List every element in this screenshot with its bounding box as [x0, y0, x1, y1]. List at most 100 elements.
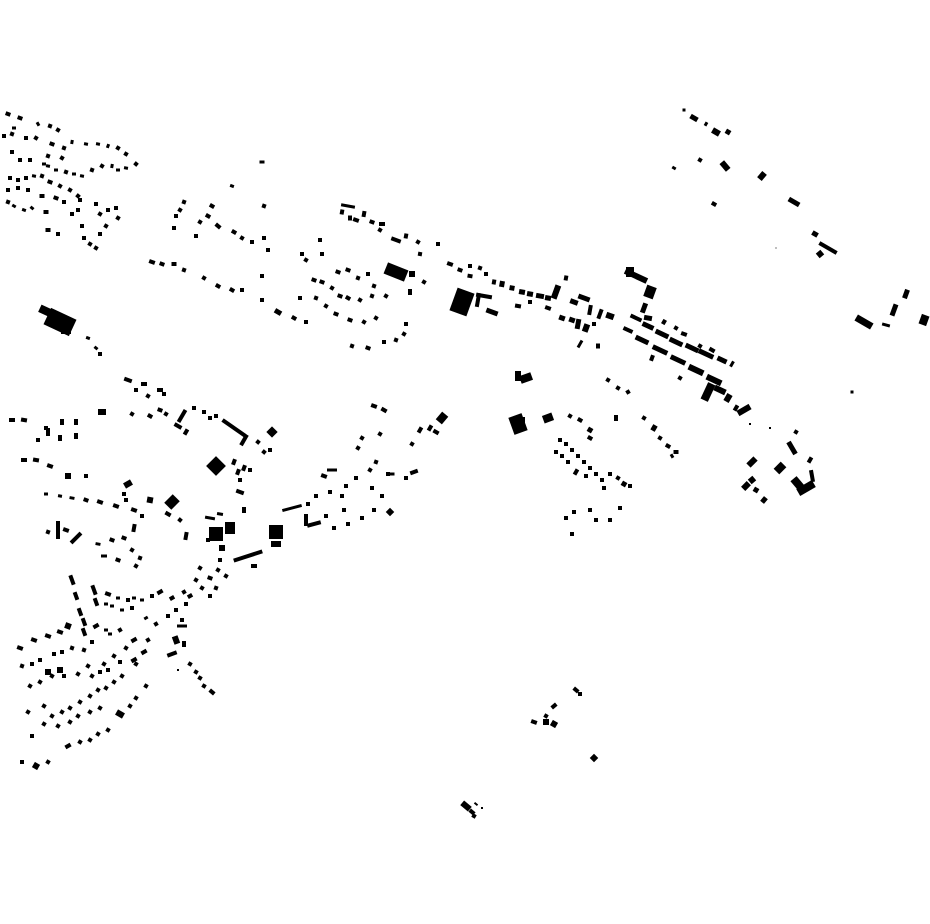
building-footprint: [105, 727, 111, 733]
building-footprint: [221, 418, 247, 438]
building-footprint: [664, 443, 672, 449]
building-footprint: [231, 458, 237, 466]
building-footprint: [38, 304, 58, 320]
building-footprint: [146, 496, 154, 504]
building-footprint: [697, 343, 703, 349]
building-footprint: [563, 275, 569, 281]
building-footprint: [90, 640, 94, 644]
building-footprint: [576, 417, 584, 423]
building-footprint: [56, 521, 60, 539]
building-footprint: [110, 604, 114, 608]
building-footprint: [177, 207, 183, 213]
building-footprint: [261, 203, 267, 209]
building-footprint: [596, 308, 604, 320]
building-footprint: [596, 343, 600, 349]
building-footprint: [589, 753, 599, 763]
building-footprint: [103, 223, 109, 229]
building-footprint: [242, 507, 246, 513]
building-footprint: [57, 494, 63, 498]
building-footprint: [560, 454, 564, 458]
building-footprint: [228, 287, 236, 293]
building-footprint: [162, 392, 166, 396]
building-footprint: [306, 520, 322, 528]
building-footprint: [223, 573, 229, 579]
building-footprint: [372, 508, 376, 512]
building-footprint: [421, 279, 427, 285]
building-footprint: [87, 241, 93, 247]
building-footprint: [426, 424, 434, 432]
building-footprint: [133, 563, 139, 569]
building-footprint: [194, 234, 198, 238]
building-footprint: [24, 136, 28, 140]
building-footprint: [177, 669, 179, 671]
building-footprint: [208, 203, 216, 209]
building-footprint: [148, 259, 156, 265]
building-footprint: [69, 496, 75, 500]
building-footprint: [769, 427, 771, 429]
building-footprint: [225, 522, 235, 534]
building-footprint: [239, 235, 245, 241]
building-footprint: [74, 419, 78, 425]
building-footprint: [710, 201, 718, 207]
building-footprint: [130, 636, 138, 644]
building-footprint: [25, 709, 31, 715]
building-footprint: [171, 635, 181, 645]
building-footprint: [471, 813, 477, 819]
building-footprint: [416, 426, 424, 434]
building-footprint: [708, 346, 716, 354]
building-footprint: [181, 199, 187, 205]
building-footprint: [775, 247, 777, 249]
building-footprint: [208, 688, 216, 696]
building-footprint: [569, 298, 579, 306]
building-footprint: [615, 475, 621, 481]
building-footprint: [729, 360, 735, 368]
building-footprint: [197, 675, 203, 681]
building-footprint: [271, 541, 281, 547]
building-footprint: [130, 656, 138, 664]
building-footprint: [629, 313, 643, 323]
building-footprint: [268, 448, 272, 452]
building-footprint: [87, 709, 93, 715]
building-footprint: [10, 150, 14, 154]
building-footprint: [38, 658, 42, 662]
building-footprint: [116, 596, 120, 600]
building-footprint: [370, 403, 378, 409]
building-footprint: [16, 115, 24, 121]
building-footprint: [108, 632, 112, 636]
building-footprint: [383, 262, 409, 282]
building-footprint: [518, 372, 534, 384]
building-footprint: [61, 145, 67, 151]
building-footprint: [80, 627, 88, 637]
building-footprint: [327, 468, 337, 472]
building-footprint: [757, 171, 767, 181]
building-footprint: [127, 703, 133, 709]
building-footprint: [594, 518, 598, 522]
building-footprint: [435, 411, 449, 425]
building-footprint: [101, 661, 107, 667]
building-footprint: [62, 674, 66, 678]
building-footprint: [39, 194, 45, 198]
building-footprint: [21, 207, 27, 213]
building-footprint: [366, 272, 370, 276]
building-footprint: [564, 516, 568, 520]
building-footprint: [90, 584, 98, 596]
building-footprint: [30, 662, 34, 666]
building-footprint: [79, 174, 85, 178]
building-footprint: [76, 208, 80, 212]
building-footprint: [202, 410, 206, 414]
building-footprint: [558, 314, 566, 322]
building-footprint: [719, 160, 731, 172]
building-footprint: [541, 412, 555, 424]
building-footprint: [318, 238, 322, 242]
building-footprint: [35, 121, 41, 127]
building-footprint: [339, 209, 345, 215]
building-footprint: [123, 479, 133, 489]
building-footprint: [383, 293, 389, 299]
building-footprint: [320, 473, 328, 479]
building-footprint: [60, 419, 64, 425]
building-footprint: [514, 303, 522, 309]
building-footprint: [123, 376, 133, 384]
building-footprint: [193, 577, 199, 583]
building-footprint: [432, 428, 440, 436]
building-footprint: [370, 486, 374, 490]
